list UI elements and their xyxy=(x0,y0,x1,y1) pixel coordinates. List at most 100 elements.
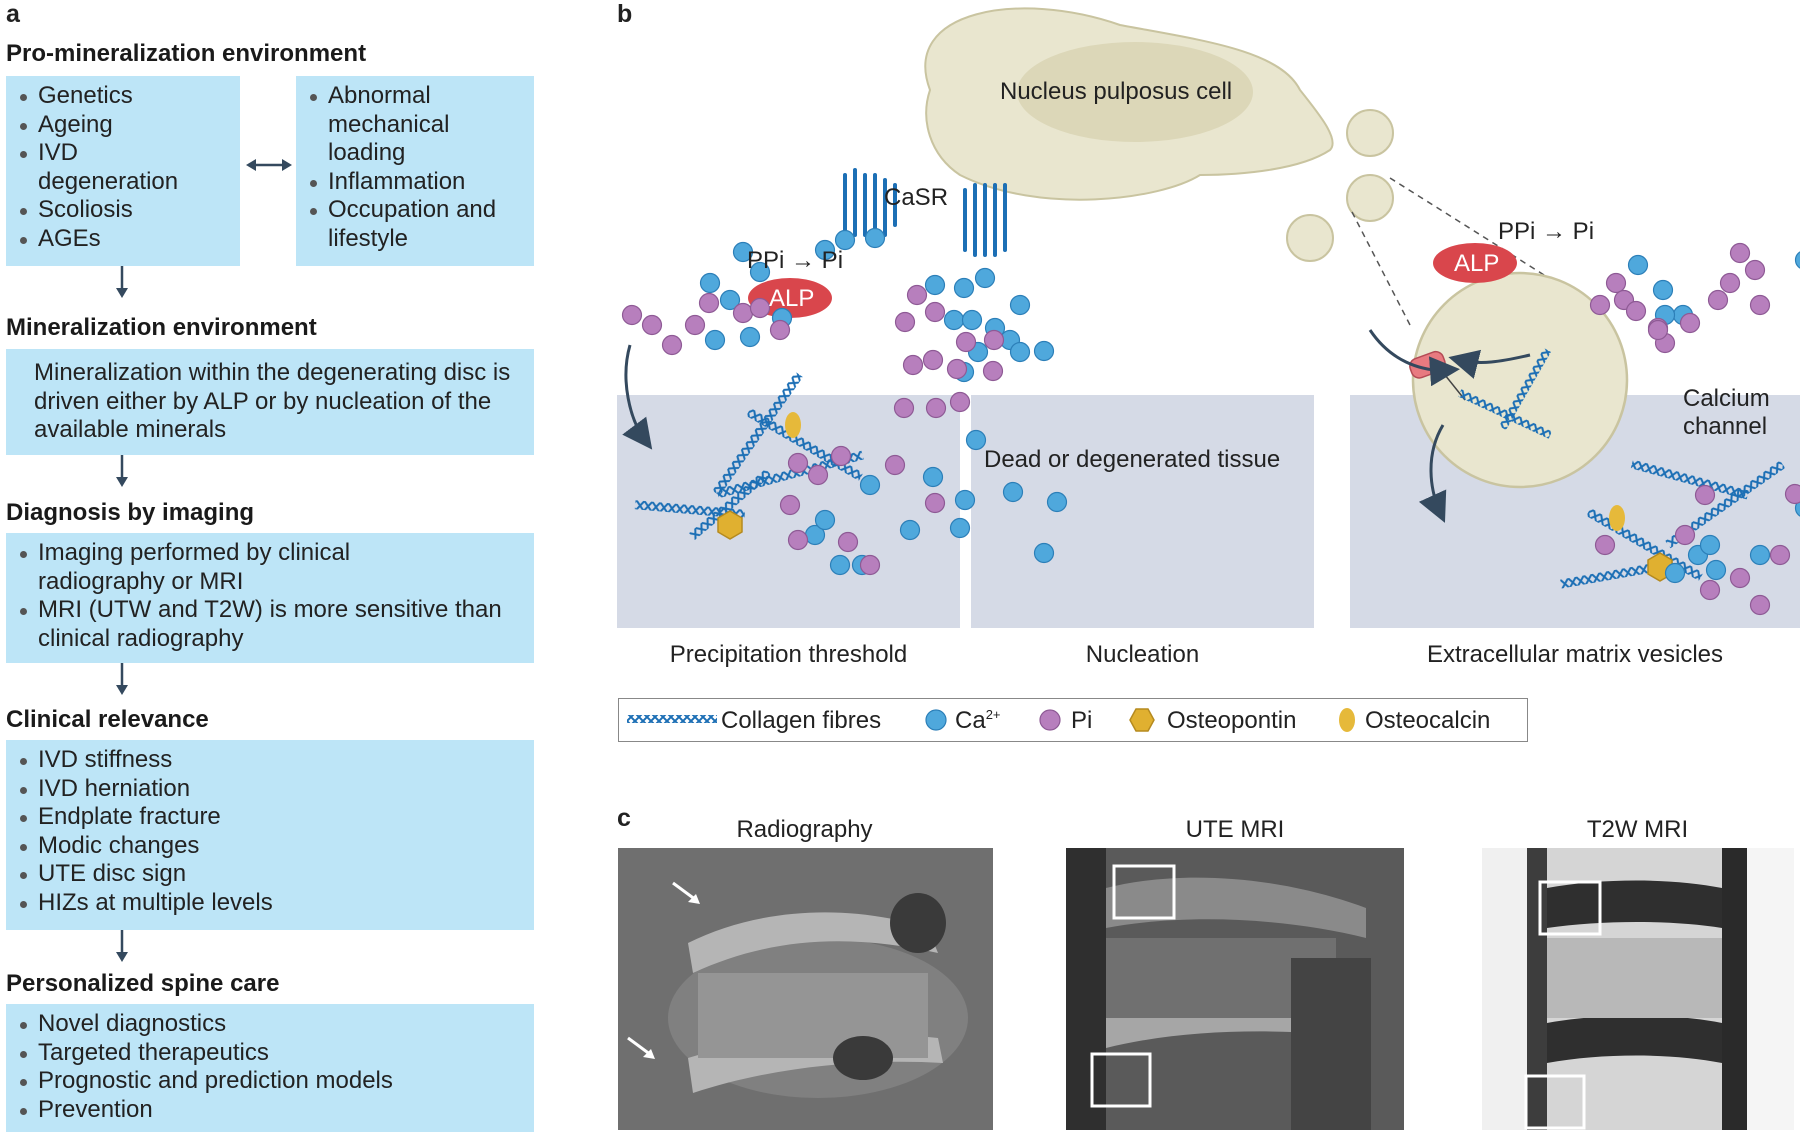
roi-box xyxy=(1090,1052,1152,1108)
section-title-mineralization: Mineralization environment xyxy=(6,314,317,341)
list-item: IVD stiffness xyxy=(6,746,534,775)
radiography-title: Radiography xyxy=(736,816,873,843)
list-item: Prevention xyxy=(6,1096,534,1125)
list-item: UTE disc sign xyxy=(6,860,534,889)
calcium-ion xyxy=(1033,340,1055,362)
phosphate-ion xyxy=(949,391,971,413)
calcium-ion xyxy=(719,289,741,311)
collagen-fibres-vesicle xyxy=(1457,348,1553,439)
phosphate-ion xyxy=(807,464,829,486)
vesicle xyxy=(1346,174,1394,222)
clinical-relevance-box: IVD stiffness IVD herniation Endplate fr… xyxy=(6,740,534,930)
phosphate-ion xyxy=(884,454,906,476)
calcium-ion xyxy=(961,309,983,331)
phosphate-ion xyxy=(1707,289,1729,311)
calcium-ion xyxy=(732,241,754,263)
phosphate-ion xyxy=(787,452,809,474)
phosphate-ion xyxy=(983,329,1005,351)
phosphate-ion xyxy=(925,397,947,419)
phosphate-ion xyxy=(982,360,1004,382)
phosphate-ion xyxy=(787,529,809,551)
osteocalcin-icon xyxy=(1339,708,1355,732)
curved-arrow-icon xyxy=(1418,424,1447,523)
calcium-ion xyxy=(1033,542,1055,564)
legend: Collagen fibres Ca2+ Pi Osteopontin Oste… xyxy=(618,698,1528,742)
phosphate-ion xyxy=(749,297,771,319)
calcium-ion xyxy=(1002,481,1024,503)
phosphate-ion xyxy=(684,314,706,336)
list-item: Genetics xyxy=(6,82,240,111)
t2w-mri-title: T2W MRI xyxy=(1586,816,1689,843)
calcium-ion xyxy=(864,227,886,249)
phosphate-ion xyxy=(906,284,928,306)
nucleus-pulposus-cell-label: Nucleus pulposus cell xyxy=(1000,78,1233,105)
list-item: IVD degeneration xyxy=(6,139,198,196)
calcium-ion xyxy=(1046,491,1068,513)
list-item: Imaging performed by clinical radiograph… xyxy=(6,539,418,596)
personalized-care-list: Novel diagnostics Targeted therapeutics … xyxy=(6,1004,534,1124)
list-item: Endplate fracture xyxy=(6,803,534,832)
calcium-ion xyxy=(1009,341,1031,363)
list-item: Abnormal mechanical loading xyxy=(296,82,488,168)
calcium-ion xyxy=(814,509,836,531)
section-title-pro-mineralization: Pro-mineralization environment xyxy=(6,40,367,67)
list-item: Modic changes xyxy=(6,832,534,861)
phosphate-ion xyxy=(1589,294,1611,316)
panel-b-letter: b xyxy=(617,0,633,28)
matrix-vesicle xyxy=(1411,271,1629,489)
list-item: IVD herniation xyxy=(6,775,534,804)
phosphate-ion xyxy=(1594,534,1616,556)
nucleus xyxy=(1017,42,1253,142)
calcium-ion xyxy=(1794,251,1800,269)
alp-label-right: ALP xyxy=(1454,250,1500,277)
curved-arrow-icon xyxy=(622,344,653,450)
diagnosis-box: Imaging performed by clinical radiograph… xyxy=(6,533,534,663)
list-item: Novel diagnostics xyxy=(6,1010,534,1039)
phosphate-ion xyxy=(1699,579,1721,601)
phosphate-ion xyxy=(1694,484,1716,506)
down-arrow-icon xyxy=(116,455,128,487)
phosphate-ion xyxy=(1729,242,1751,264)
calcium-ion xyxy=(1699,534,1721,556)
phosphate-ion xyxy=(1647,319,1669,341)
phosphate-ion xyxy=(732,302,754,324)
phosphate-ion xyxy=(893,397,915,419)
double-arrow-icon xyxy=(246,159,292,171)
calcium-channel-label: Calcium channel xyxy=(1683,385,1770,440)
calcium-ion xyxy=(829,554,851,576)
pro-mineralization-right-box: Abnormal mechanical loading Inflammation… xyxy=(296,76,534,266)
panel-c-letter: c xyxy=(617,804,631,832)
list-item: MRI (UTW and T2W) is more sensitive than… xyxy=(6,596,528,653)
roi-box xyxy=(1538,880,1602,936)
down-arrow-icon xyxy=(116,663,128,695)
phosphate-ion xyxy=(1784,483,1800,505)
phosphate-ion xyxy=(1744,259,1766,281)
phosphate-ion xyxy=(769,319,791,341)
phosphate-ion xyxy=(621,304,643,326)
curved-arrow-icon xyxy=(1368,329,1460,387)
calcium-ion xyxy=(1705,559,1727,581)
legend-osteocalcin-label: Osteocalcin xyxy=(1365,707,1491,734)
pro-mineralization-left-list: Genetics Ageing IVD degeneration Scolios… xyxy=(6,76,240,253)
calcium-ion xyxy=(922,466,944,488)
phosphate-ion xyxy=(641,314,663,336)
calcium-ion xyxy=(974,267,996,289)
phosphate-ion xyxy=(1749,594,1771,616)
panel-a-letter: a xyxy=(6,0,20,28)
phosphate-ion xyxy=(894,311,916,333)
osteocalcin-icon xyxy=(1609,505,1625,531)
legend-ca-label: Ca2+ xyxy=(955,707,1001,734)
mineralization-box: Mineralization within the degenerating d… xyxy=(6,349,534,455)
list-item: Ageing xyxy=(6,111,240,140)
section-title-diagnosis: Diagnosis by imaging xyxy=(6,499,255,526)
calcium-ion xyxy=(739,326,761,348)
phosphate-ion xyxy=(661,334,683,356)
arrow-icon xyxy=(643,1049,655,1059)
alp-enzyme-right xyxy=(1433,243,1517,283)
phosphate-ion-dots xyxy=(621,242,1800,616)
phosphate-ion xyxy=(1769,544,1791,566)
down-arrow-icon xyxy=(116,266,128,298)
calcium-ion xyxy=(859,474,881,496)
casr-receptor xyxy=(963,183,1007,257)
phosphate-ion xyxy=(859,554,881,576)
